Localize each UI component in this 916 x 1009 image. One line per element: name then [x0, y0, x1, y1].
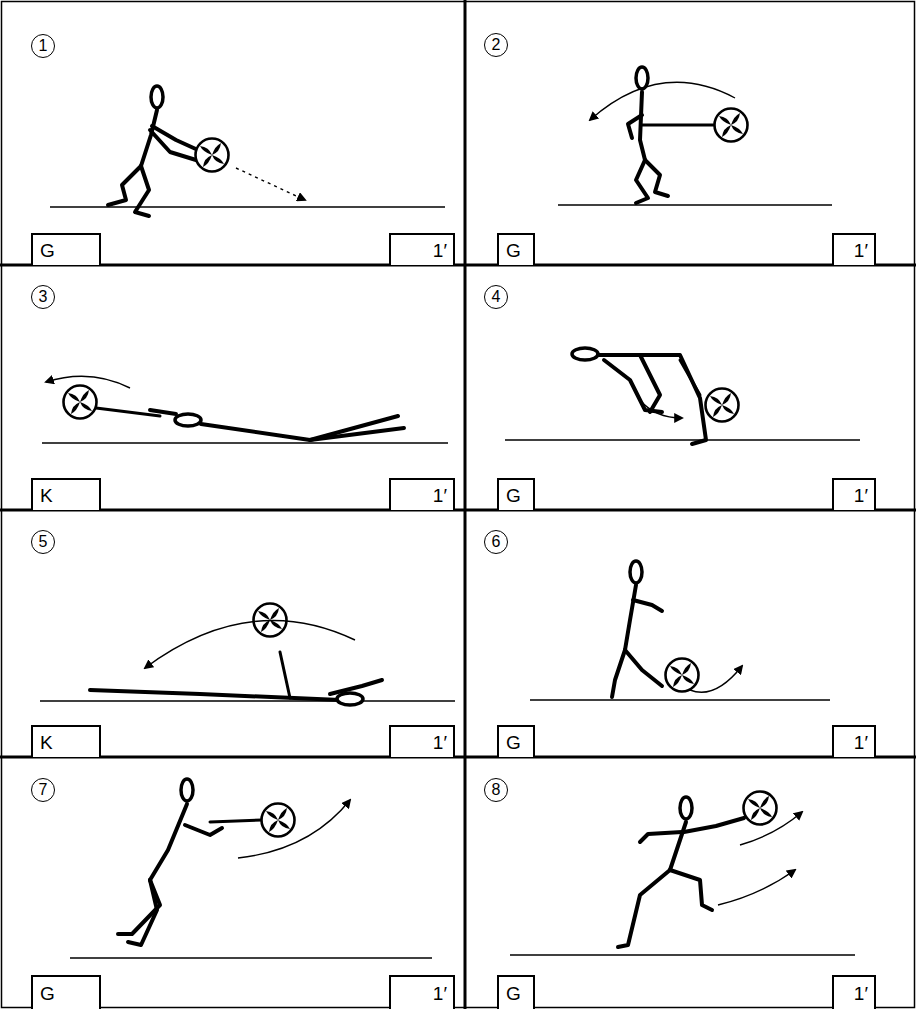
label-text: 1′: [854, 733, 868, 752]
label-text: 7: [39, 782, 48, 798]
label-text: 1′: [854, 241, 868, 260]
label-text: 3: [39, 289, 48, 305]
label-box: 1′: [832, 233, 876, 265]
callout-number: 7: [31, 778, 55, 802]
label-box: 1′: [832, 975, 876, 1009]
label-text: 4: [492, 289, 501, 305]
label-box: 1′: [832, 478, 876, 510]
label-text: 1′: [433, 733, 447, 752]
ball: [64, 109, 777, 837]
label-text: G: [506, 733, 521, 752]
label-text: 1′: [433, 486, 447, 505]
label-text: 1′: [854, 984, 868, 1003]
label-box: G: [497, 478, 535, 510]
callout-number: 8: [484, 778, 508, 802]
label-box: 1′: [389, 233, 455, 265]
label-box: 1′: [832, 725, 876, 757]
label-box: 1′: [389, 478, 455, 510]
label-text: 1′: [433, 984, 447, 1003]
stick-figure: [90, 67, 744, 947]
label-box: G: [497, 725, 535, 757]
label-text: K: [40, 486, 53, 505]
label-box: G: [497, 233, 535, 265]
label-text: 8: [492, 782, 501, 798]
label-box: G: [31, 233, 101, 265]
label-text: G: [506, 486, 521, 505]
label-text: G: [506, 241, 521, 260]
callout-number: 3: [31, 285, 55, 309]
label-text: 2: [492, 37, 501, 53]
label-text: 6: [492, 534, 501, 550]
label-box: G: [497, 975, 535, 1009]
ground-line: [40, 205, 860, 958]
label-text: 1′: [433, 241, 447, 260]
callout-number: 1: [31, 34, 55, 58]
label-text: K: [40, 733, 53, 752]
label-box: 1′: [389, 725, 455, 757]
label-box: K: [31, 725, 101, 757]
label-box: K: [31, 478, 101, 510]
movement-arrow: [46, 82, 802, 905]
label-box: 1′: [389, 975, 455, 1009]
label-text: 1′: [854, 486, 868, 505]
callout-number: 4: [484, 285, 508, 309]
callout-number: 2: [484, 33, 508, 57]
label-text: G: [506, 984, 521, 1003]
callout-number: 5: [31, 530, 55, 554]
label-text: 5: [39, 534, 48, 550]
label-text: 1: [39, 38, 48, 54]
label-text: G: [40, 984, 55, 1003]
label-box: G: [31, 975, 101, 1009]
label-text: G: [40, 241, 55, 260]
callout-number: 6: [484, 530, 508, 554]
